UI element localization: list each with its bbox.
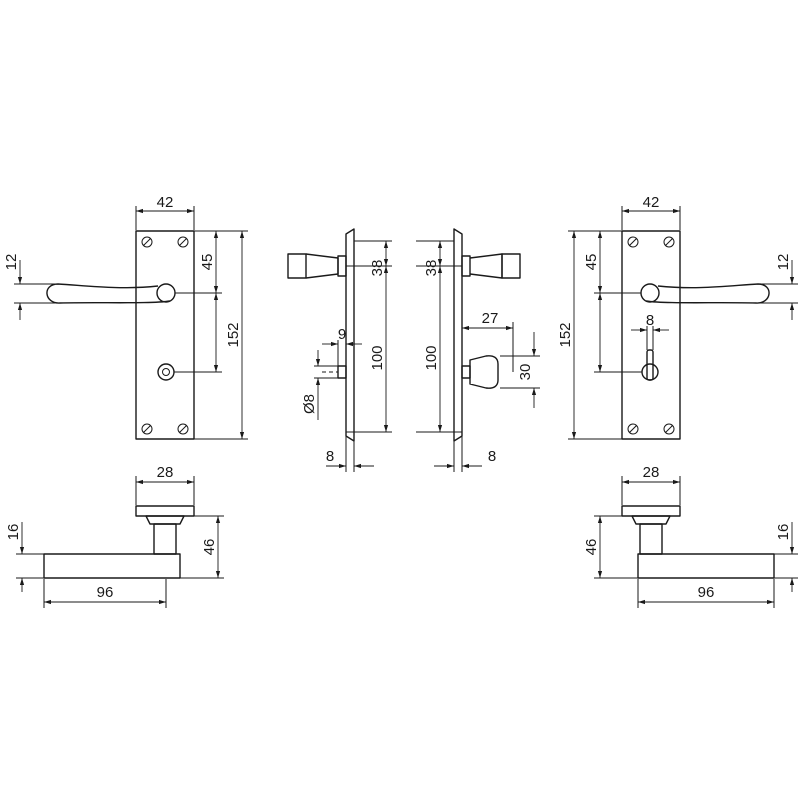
- dim-label: 152: [557, 322, 574, 347]
- dim-label: 46: [583, 539, 600, 556]
- right-side-view: 38 100 27 30 8: [416, 228, 540, 472]
- dim-label: 38: [423, 260, 440, 277]
- backplate-profile: [453, 228, 463, 442]
- dim-label: 46: [201, 539, 218, 556]
- neck: [639, 523, 663, 555]
- right-top-view: 28 46 16 96: [583, 464, 798, 608]
- dim-label: 96: [97, 584, 114, 601]
- dim-label: 12: [3, 254, 20, 271]
- dim-label: 12: [775, 254, 792, 271]
- dim-label: 96: [698, 584, 715, 601]
- screw-heads: [141, 236, 189, 435]
- rose: [135, 505, 195, 517]
- lever-handle: [46, 283, 176, 304]
- backplate-profile: [345, 228, 355, 442]
- dim-label: 152: [225, 322, 242, 347]
- lever-bar: [637, 553, 775, 579]
- turn-knob: [157, 363, 175, 381]
- dim-label: 42: [643, 194, 660, 211]
- dim-label: 8: [646, 312, 654, 329]
- turn-knob: [641, 349, 659, 381]
- dim-label: 30: [517, 364, 534, 381]
- lever-profile: [461, 253, 521, 279]
- left-front-view: 42 152 45 12: [3, 194, 248, 440]
- dim-label: 16: [775, 524, 792, 541]
- dim-label: 100: [369, 345, 386, 370]
- dim-label: 38: [369, 260, 386, 277]
- dim-label: 42: [157, 194, 174, 211]
- dim-label: 9: [338, 326, 346, 343]
- turn-profile: [322, 365, 347, 379]
- rose: [621, 505, 681, 517]
- lever-profile: [287, 253, 347, 279]
- right-front-view: 42 152 45 8 12: [557, 194, 798, 440]
- lever-handle: [640, 283, 770, 304]
- dim-label: 8: [488, 448, 496, 465]
- dim-label: 45: [583, 254, 600, 271]
- neck: [153, 523, 177, 555]
- screw-heads: [627, 236, 675, 435]
- dim-label: 45: [199, 254, 216, 271]
- dim-label: 16: [5, 524, 22, 541]
- backplate: [135, 230, 195, 440]
- left-top-view: 28 46 16 96: [5, 464, 224, 608]
- turn-profile: [461, 355, 499, 389]
- dim-label: 28: [157, 464, 174, 481]
- dim-label: Ø8: [301, 394, 318, 414]
- dim-label: 28: [643, 464, 660, 481]
- lever-bar: [43, 553, 181, 579]
- dim-label: 100: [423, 345, 440, 370]
- left-side-view: 38 100 9 Ø8 8: [287, 228, 392, 472]
- dim-label: 27: [482, 310, 499, 327]
- dim-label: 8: [326, 448, 334, 465]
- backplate: [621, 230, 681, 440]
